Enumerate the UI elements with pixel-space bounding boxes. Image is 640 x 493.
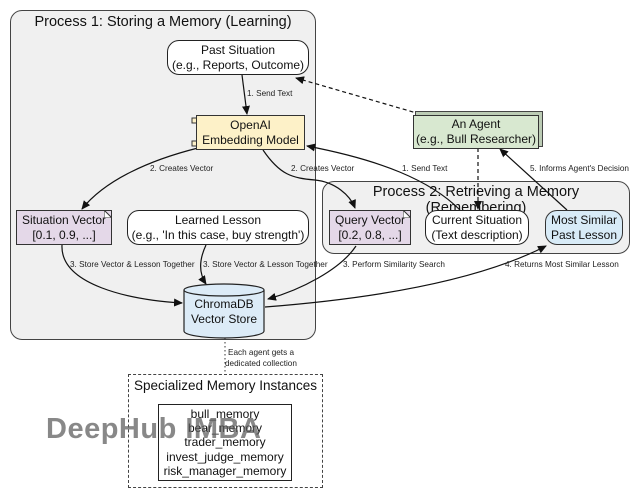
label-send-text-2: 1. Send Text: [402, 164, 448, 173]
label-dedicated-2: dedicated collection: [225, 359, 297, 368]
memory-item: invest_judge_memory: [166, 449, 284, 464]
current-situation-desc: (Text description): [431, 227, 523, 242]
chromadb-cylinder-icon: [183, 283, 265, 339]
most-similar-title: Most Similar: [550, 212, 617, 227]
past-situation-example: (e.g., Reports, Outcome): [171, 57, 305, 72]
agent-title: An Agent: [451, 117, 501, 131]
most-similar-subtitle: Past Lesson: [550, 227, 618, 242]
memory-item: bear_memory: [187, 421, 263, 436]
memory-list: bull_memory bear_memory trader_memory in…: [158, 404, 292, 481]
memory-item: bull_memory: [190, 406, 260, 421]
memory-instances-title: Specialized Memory Instances: [133, 378, 318, 393]
current-situation-node: Current Situation (Text description): [425, 210, 529, 245]
chromadb-subtitle: Vector Store: [190, 312, 258, 326]
situation-vector-title: Situation Vector: [21, 212, 107, 227]
chromadb-title: ChromaDB: [194, 297, 254, 311]
learned-lesson-node: Learned Lesson (e.g., 'In this case, buy…: [127, 210, 309, 245]
embedding-model-title: OpenAI: [230, 117, 271, 132]
query-vector-title: Query Vector: [334, 212, 406, 227]
learned-lesson-title: Learned Lesson: [174, 212, 262, 227]
situation-vector-node: Situation Vector [0.1, 0.9, ...]: [16, 210, 112, 245]
memory-item: risk_manager_memory: [163, 463, 287, 478]
past-situation-title: Past Situation: [200, 42, 276, 57]
note-fold-icon: [403, 210, 411, 218]
label-informs: 5. Informs Agent's Decision: [530, 164, 629, 173]
past-situation-node: Past Situation (e.g., Reports, Outcome): [167, 40, 309, 75]
current-situation-title: Current Situation: [431, 212, 523, 227]
agent-node: An Agent (e.g., Bull Researcher): [413, 115, 539, 149]
query-vector-values: [0.2, 0.8, ...]: [338, 227, 402, 242]
label-store-2: 3. Store Vector & Lesson Together: [203, 260, 328, 269]
memory-item: trader_memory: [184, 435, 266, 450]
label-dedicated-1: Each agent gets a: [228, 348, 295, 357]
label-returns: 4. Returns Most Similar Lesson: [505, 260, 619, 269]
note-fold-icon: [104, 210, 112, 218]
label-send-text-1: 1. Send Text: [247, 89, 293, 98]
label-creates-vector-1: 2. Creates Vector: [150, 164, 214, 173]
query-vector-node: Query Vector [0.2, 0.8, ...]: [329, 210, 411, 245]
process1-title: Process 1: Storing a Memory (Learning): [34, 14, 292, 30]
learned-lesson-example: (e.g., 'In this case, buy strength'): [131, 227, 305, 242]
watermark: DeepHub IMBA: [46, 413, 262, 445]
label-similarity: 3. Perform Similarity Search: [343, 260, 445, 269]
situation-vector-values: [0.1, 0.9, ...]: [32, 227, 96, 242]
embedding-model-subtitle: Embedding Model: [202, 132, 299, 147]
agent-example: (e.g., Bull Researcher): [415, 132, 537, 146]
embedding-model-node: OpenAI Embedding Model: [196, 115, 305, 150]
chromadb-node: ChromaDB Vector Store: [183, 295, 265, 329]
label-store-1: 3. Store Vector & Lesson Together: [70, 260, 195, 269]
label-creates-vector-2: 2. Creates Vector: [291, 164, 355, 173]
most-similar-lesson-node: Most Similar Past Lesson: [545, 210, 623, 245]
